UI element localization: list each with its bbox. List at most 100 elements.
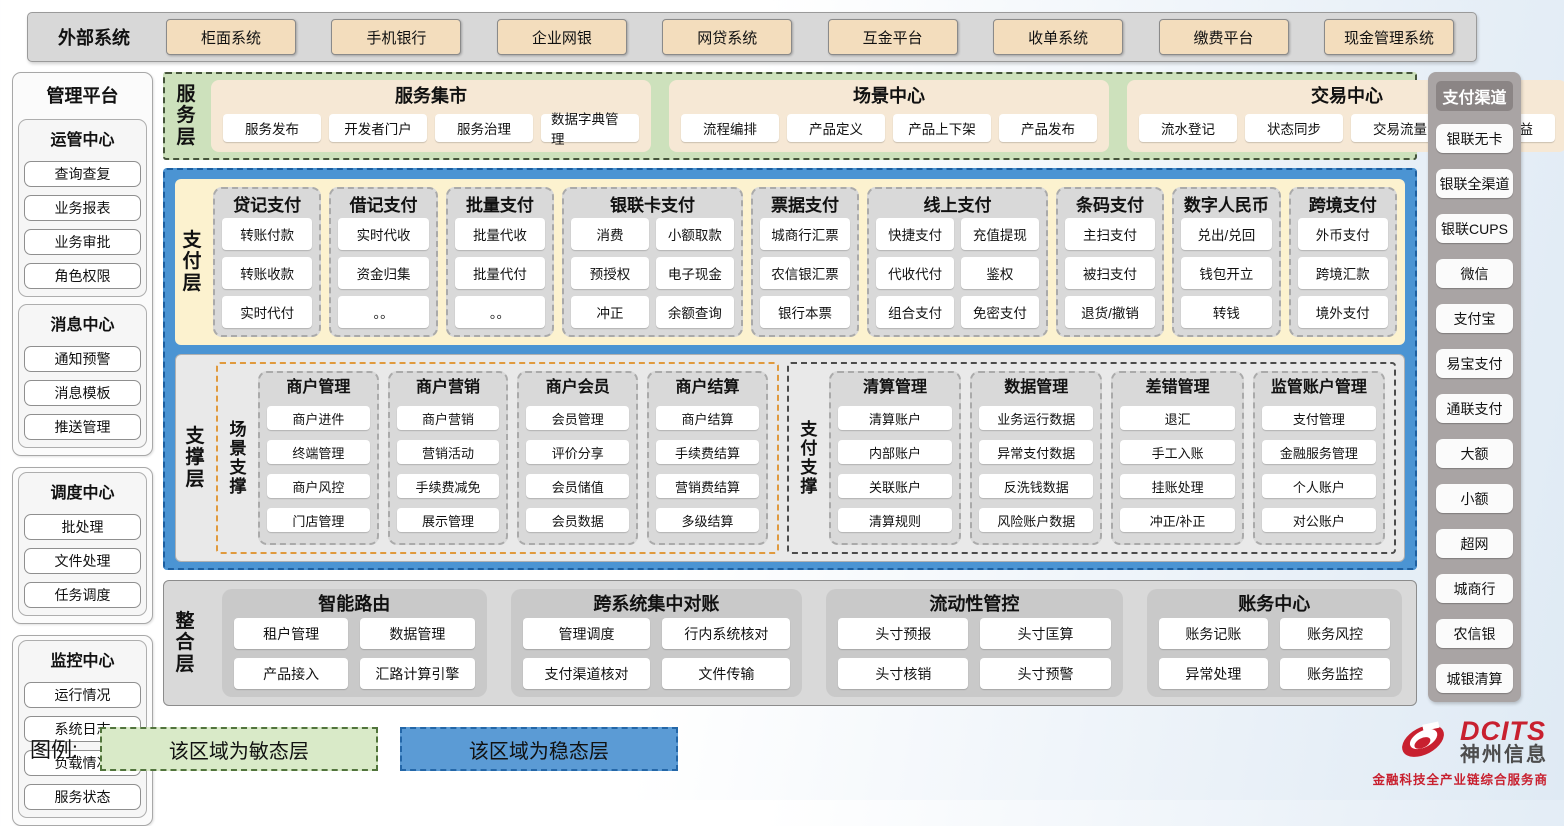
support-column-items: 商户进件终端管理商户风控门店管理 (267, 400, 370, 536)
management-item-box: 消息模板 (24, 380, 141, 406)
integration-section-title: 流动性管控 (929, 594, 1020, 614)
payment-item-box: 快捷支付 (876, 218, 954, 250)
legend: 图例: 该区域为敏态层 该区域为稳态层 (30, 727, 678, 771)
integration-section-items: 头寸预报头寸匡算头寸核销头寸预警 (838, 618, 1111, 689)
support-item-box: 风险账户数据 (979, 508, 1094, 532)
payment-channel-box: 通联支付 (1436, 394, 1513, 423)
service-center-title: 交易中心 (1311, 86, 1383, 106)
integration-item-box: 租户管理 (234, 618, 349, 649)
service-center-items: 流程编排产品定义产品上下架产品发布 (681, 109, 1097, 146)
management-platform-panel: 管理平台 运管中心查询查复业务报表业务审批角色权限消息中心通知预警消息模板推送管… (12, 72, 153, 826)
service-item-box: 产品上下架 (893, 113, 991, 142)
integration-layer-label: 整合层 (175, 611, 195, 675)
payment-column-title: 条码支付 (1076, 196, 1145, 215)
management-item-box: 业务审批 (24, 229, 141, 255)
payment-column-title: 批量支付 (465, 196, 534, 215)
payment-column: 票据支付城商行汇票农信银汇票银行本票 (750, 187, 860, 337)
support-column-items: 退汇手工入账挂账处理冲正/补正 (1120, 400, 1235, 536)
external-system-box: 网贷系统 (662, 19, 793, 55)
service-center: 服务集市服务发布开发者门户服务治理数据字典管理 (211, 80, 651, 152)
support-column-items: 业务运行数据异常支付数据反洗钱数据风险账户数据 (979, 400, 1094, 536)
management-item-box: 业务报表 (24, 195, 141, 221)
payment-item-box: 组合支付 (876, 296, 954, 328)
support-column: 数据管理业务运行数据异常支付数据反洗钱数据风险账户数据 (970, 371, 1103, 545)
service-item-box: 开发者门户 (329, 113, 427, 142)
payment-item-box: 代收代付 (876, 257, 954, 289)
payment-item-box: 转账收款 (222, 257, 313, 289)
support-item-box: 支付管理 (1261, 406, 1377, 430)
integration-item-box: 头寸匡算 (980, 618, 1111, 649)
integration-item-box: 支付渠道核对 (522, 658, 651, 689)
payment-item-box: 实时代付 (222, 296, 313, 328)
external-systems-bar: 外部系统 柜面系统手机银行企业网银网贷系统互金平台收单系统缴费平台现金管理系统 (27, 12, 1477, 62)
payment-column: 线上支付快捷支付充值提现代收代付鉴权组合支付免密支付 (867, 187, 1048, 337)
management-item-box: 批处理 (24, 514, 141, 540)
external-system-box: 企业网银 (496, 19, 627, 55)
payment-item-box: 资金归集 (338, 257, 429, 289)
payment-item-box: 冲正 (571, 296, 649, 328)
management-platform-top-panel: 管理平台 运管中心查询查复业务报表业务审批角色权限消息中心通知预警消息模板推送管… (12, 72, 153, 456)
logo-tagline: 金融科技全产业链综合服务商 (1372, 773, 1548, 787)
support-item-box: 展示管理 (396, 508, 500, 532)
service-item-box: 产品定义 (787, 113, 885, 142)
payment-column: 借记支付实时代收资金归集。。 (329, 187, 438, 337)
management-group: 运管中心查询查复业务报表业务审批角色权限 (18, 119, 147, 297)
legend-agile-layer: 该区域为敏态层 (99, 727, 378, 771)
payment-item-box: 实时代收 (338, 218, 429, 250)
integration-section: 跨系统集中对账管理调度行内系统核对支付渠道核对文件传输 (510, 589, 803, 697)
payment-column-title: 票据支付 (770, 196, 839, 215)
payment-channel-box: 大额 (1436, 439, 1513, 468)
support-item-box: 会员储值 (526, 474, 630, 498)
payment-column-items: 转账付款转账收款实时代付 (222, 218, 313, 328)
management-group-title: 监控中心 (50, 653, 115, 670)
payment-column-items: 城商行汇票农信银汇票银行本票 (759, 218, 851, 328)
payment-channel-box: 超网 (1436, 529, 1513, 558)
payment-channel-box: 城商行 (1436, 574, 1513, 603)
payment-column: 数字人民币兑出/兑回钱包开立转钱 (1172, 187, 1281, 337)
external-system-box: 手机银行 (331, 19, 462, 55)
support-groups: 场景支撑商户管理商户进件终端管理商户风控门店管理商户营销商户营销营销活动手续费减… (216, 362, 1396, 554)
legend-stable-layer: 该区域为稳态层 (399, 727, 678, 771)
support-item-box: 反洗钱数据 (979, 474, 1094, 498)
payment-item-box: 被扫支付 (1064, 257, 1156, 289)
support-item-box: 手续费减免 (396, 474, 500, 498)
payment-item-box: 。。 (454, 296, 546, 328)
support-item-box: 清算规则 (837, 508, 953, 532)
integration-section-title: 账务中心 (1238, 594, 1311, 614)
support-item-box: 冲正/补正 (1120, 508, 1235, 532)
support-column-title: 清算管理 (862, 379, 927, 396)
management-group-title: 调度中心 (50, 485, 115, 502)
support-column-items: 清算账户内部账户关联账户清算规则 (837, 400, 953, 536)
support-column-items: 会员管理评价分享会员储值会员数据 (526, 400, 630, 536)
support-item-box: 关联账户 (837, 474, 953, 498)
integration-item-box: 头寸预报 (838, 618, 969, 649)
payment-channel-box: 银联无卡 (1436, 124, 1513, 153)
service-item-box: 数据字典管理 (541, 112, 639, 147)
support-column: 监管账户管理支付管理金融服务管理个人账户对公账户 (1252, 371, 1386, 545)
management-item-box: 运行情况 (24, 682, 141, 708)
payment-column: 批量支付批量代收批量代付。。 (445, 187, 555, 337)
payment-item-box: 钱包开立 (1181, 257, 1272, 289)
management-item-box: 任务调度 (24, 582, 141, 608)
management-group-title: 消息中心 (50, 317, 115, 334)
payment-channel-box: 支付宝 (1436, 304, 1513, 333)
integration-sections: 智能路由租户管理数据管理产品接入汇路计算引擎跨系统集中对账管理调度行内系统核对支… (222, 589, 1402, 697)
payment-item-box: 跨境汇款 (1297, 257, 1388, 289)
service-centers: 服务集市服务发布开发者门户服务治理数据字典管理场景中心流程编排产品定义产品上下架… (211, 80, 1564, 152)
legend-label: 图例: (30, 739, 78, 762)
integration-item-box: 头寸核销 (838, 658, 969, 689)
support-item-box: 评价分享 (526, 440, 630, 464)
payment-column-items: 外币支付跨境汇款境外支付 (1297, 218, 1388, 328)
payment-item-box: 城商行汇票 (759, 218, 851, 250)
integration-section: 账务中心账务记账账务风控异常处理账务监控 (1146, 589, 1402, 697)
support-column-title: 商户会员 (545, 379, 610, 396)
integration-item-box: 汇路计算引擎 (360, 658, 475, 689)
payment-item-box: 银行本票 (759, 296, 851, 328)
logo-brand: DCITS (1460, 715, 1546, 746)
integration-item-box: 账务记账 (1158, 618, 1269, 649)
integration-section-items: 账务记账账务风控异常处理账务监控 (1158, 618, 1390, 689)
payment-column-title: 跨境支付 (1308, 196, 1377, 215)
external-system-box: 柜面系统 (166, 19, 296, 55)
integration-item-box: 产品接入 (234, 658, 349, 689)
